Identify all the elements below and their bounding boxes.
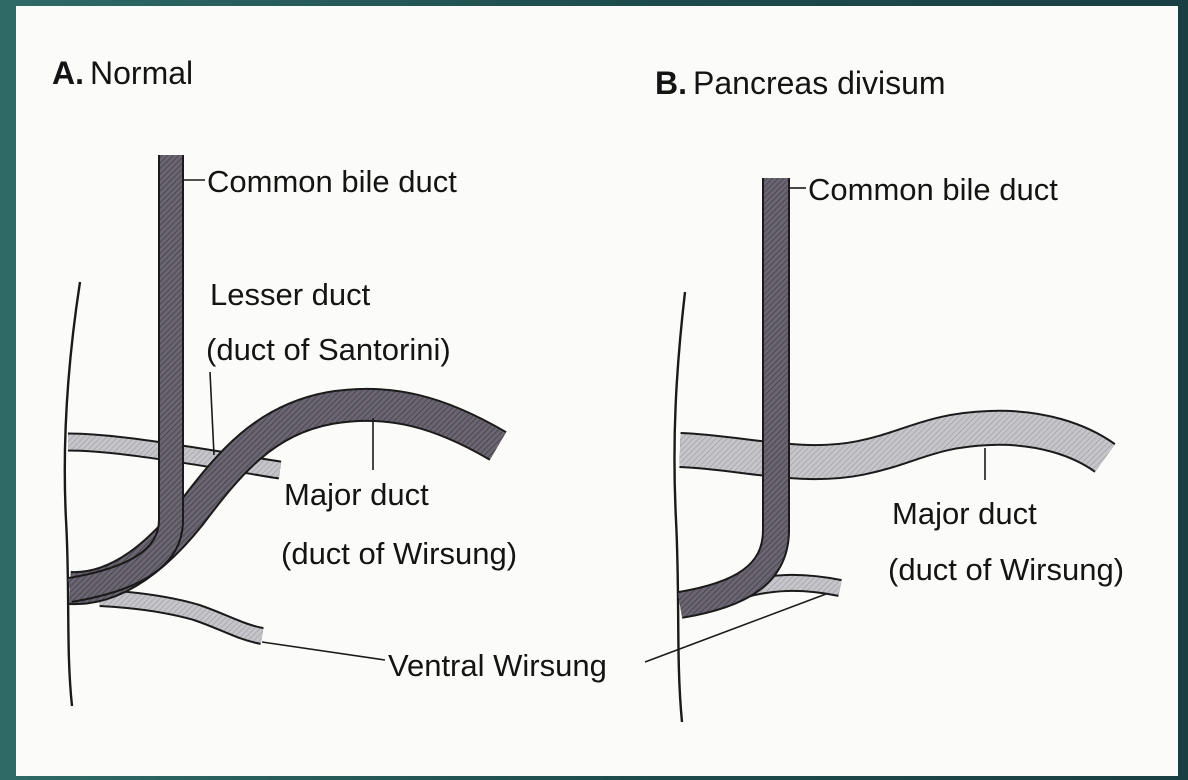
label-common-bile-duct-b: Common bile duct xyxy=(808,172,1058,207)
label-common-bile-duct-a: Common bile duct xyxy=(207,164,457,199)
label-ventral-wirsung: Ventral Wirsung xyxy=(388,648,607,683)
panel-a-title: A.Normal xyxy=(52,55,193,91)
panel-b-drawing xyxy=(645,178,1105,722)
panel-a-drawing xyxy=(65,155,498,706)
common-bile-duct-b xyxy=(680,178,776,605)
duodenal-wall-b xyxy=(674,292,685,722)
label-major-duct-b: Major duct xyxy=(892,496,1037,531)
label-major-duct-a: Major duct xyxy=(284,477,429,512)
label-lesser-duct-alt: (duct of Santorini) xyxy=(206,332,451,367)
duodenal-wall-a xyxy=(65,282,80,706)
label-lesser-duct: Lesser duct xyxy=(210,277,371,312)
leader-lesser-a xyxy=(210,372,214,455)
panel-b-title: B.Pancreas divisum xyxy=(655,65,946,101)
leader-ventral-a xyxy=(262,642,385,660)
label-major-duct-alt-b: (duct of Wirsung) xyxy=(888,552,1124,587)
label-major-duct-alt-a: (duct of Wirsung) xyxy=(281,536,517,571)
common-bile-duct-a xyxy=(70,155,171,590)
